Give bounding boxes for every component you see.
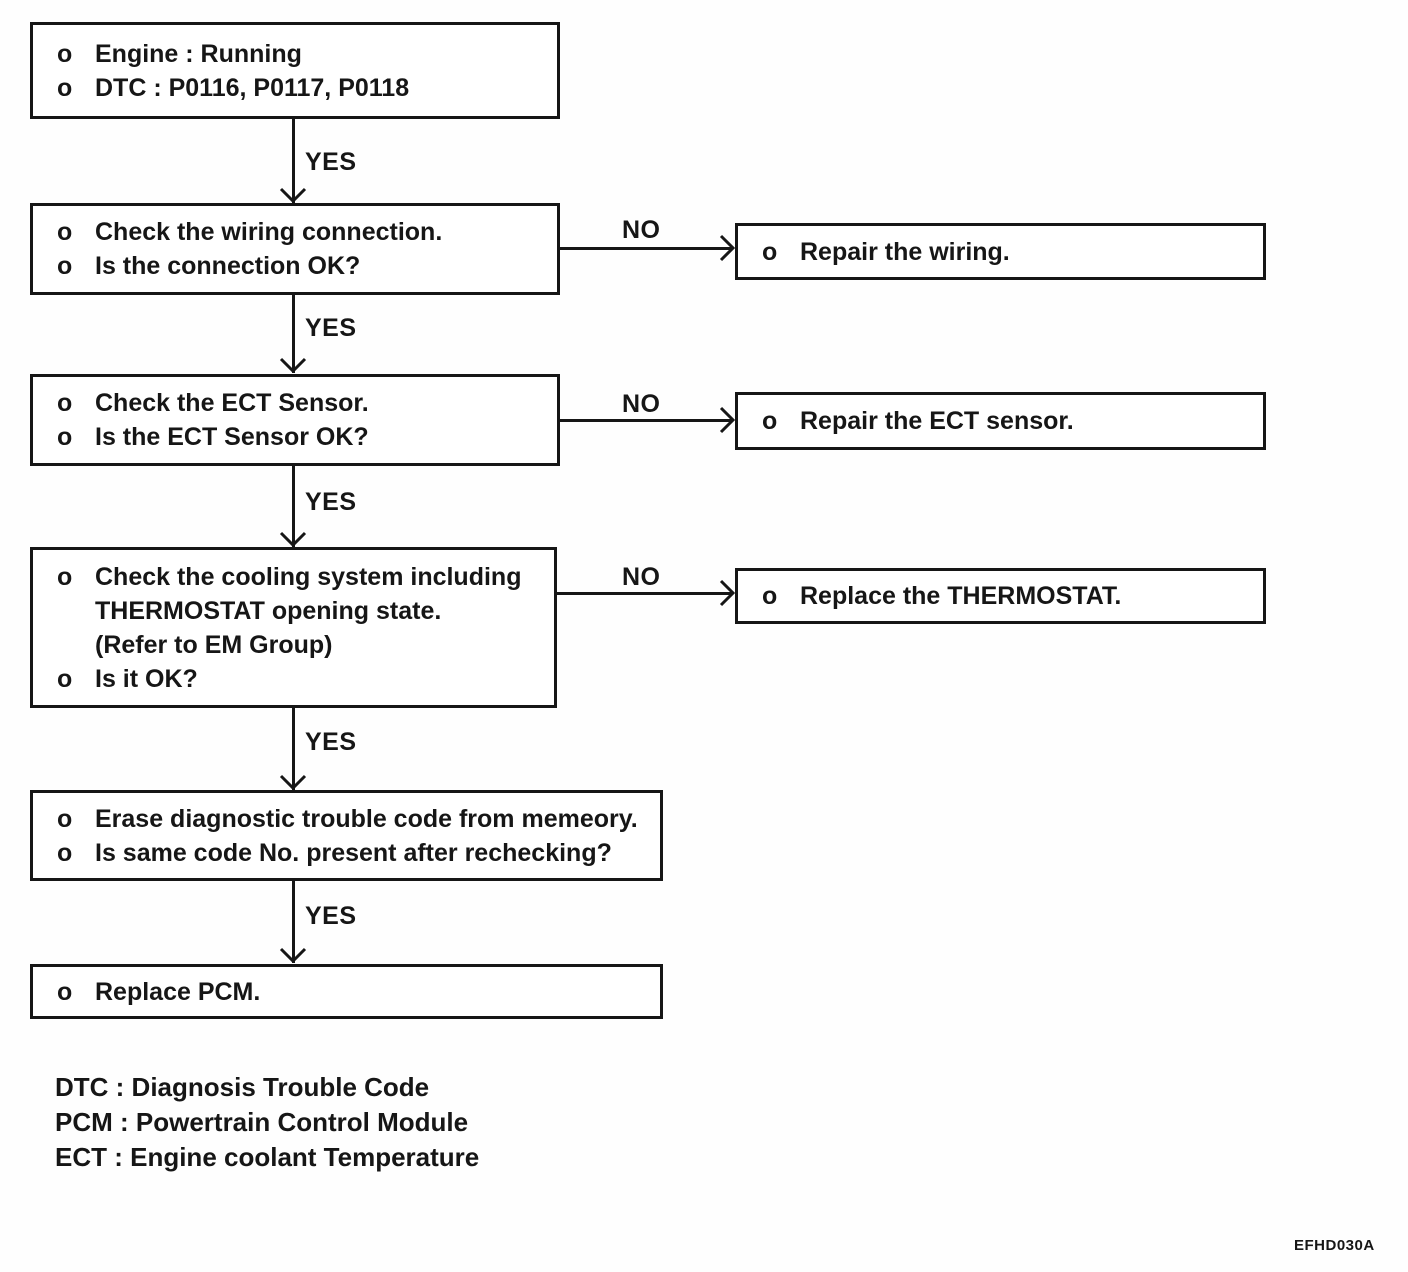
edge-label-no: NO — [622, 216, 661, 244]
legend-line-pcm: PCM : Powertrain Control Module — [55, 1107, 469, 1137]
bullet-marker: o — [57, 804, 73, 833]
node-text: Engine : Running — [95, 39, 302, 68]
node-line: o Check the cooling system including — [57, 560, 548, 594]
arrow-down-icon — [279, 947, 307, 963]
connector-line — [560, 247, 732, 250]
node-text: Is the connection OK? — [95, 252, 361, 280]
flow-node-repair-wiring: o Repair the wiring. — [735, 223, 1266, 280]
node-line: o Check the wiring connection. — [57, 215, 551, 249]
connector-line — [292, 708, 295, 790]
bullet-marker: o — [762, 237, 778, 266]
edge-label-no: NO — [622, 563, 661, 591]
node-text: Is the ECT Sensor OK? — [95, 423, 369, 451]
node-text: Repair the wiring. — [800, 237, 1010, 266]
edge-label-yes: YES — [305, 314, 357, 342]
node-line: (Refer to EM Group) — [57, 628, 548, 662]
bullet-marker: o — [57, 73, 73, 102]
flow-node-check-wiring: o Check the wiring connection. o Is the … — [30, 203, 560, 295]
node-line: o Is it OK? — [57, 662, 548, 696]
node-line: o Replace PCM. — [57, 975, 654, 1009]
flow-node-check-cooling-system: o Check the cooling system including THE… — [30, 547, 557, 708]
edge-label-yes: YES — [305, 902, 357, 930]
node-line: o Check the ECT Sensor. — [57, 386, 551, 420]
connector-line — [292, 881, 295, 963]
node-line: o Repair the ECT sensor. — [762, 404, 1257, 438]
bullet-marker: o — [57, 977, 73, 1006]
abbreviation-legend: DTC : Diagnosis Trouble Code PCM : Power… — [55, 1070, 479, 1175]
flow-node-start: o Engine : Running o DTC : P0116, P0117,… — [30, 22, 560, 119]
flow-node-erase-dtc: o Erase diagnostic trouble code from mem… — [30, 790, 663, 881]
bullet-marker: o — [57, 423, 73, 451]
node-line: o Engine : Running — [57, 37, 551, 71]
legend-line-ect: ECT : Engine coolant Temperature — [55, 1142, 480, 1172]
bullet-marker: o — [57, 838, 73, 867]
arrow-right-icon — [719, 406, 735, 434]
bullet-marker: o — [762, 407, 778, 435]
node-line: o Is the connection OK? — [57, 249, 551, 283]
node-text: Check the wiring connection. — [95, 218, 443, 246]
connector-line — [557, 592, 732, 595]
flow-node-replace-thermostat: o Replace the THERMOSTAT. — [735, 568, 1266, 624]
node-text: Replace the THERMOSTAT. — [800, 582, 1122, 610]
node-line: o Erase diagnostic trouble code from mem… — [57, 802, 654, 836]
node-line: o Is same code No. present after recheck… — [57, 836, 654, 870]
node-text: Erase diagnostic trouble code from memeo… — [95, 804, 638, 833]
node-text: Check the cooling system including — [95, 562, 522, 591]
flow-node-repair-ect-sensor: o Repair the ECT sensor. — [735, 392, 1266, 450]
arrow-down-icon — [279, 187, 307, 203]
legend-line-dtc: DTC : Diagnosis Trouble Code — [55, 1072, 430, 1102]
edge-label-yes: YES — [305, 148, 357, 176]
edge-label-yes: YES — [305, 728, 357, 756]
arrow-right-icon — [719, 579, 735, 607]
node-line: o Repair the wiring. — [762, 235, 1257, 269]
node-text: DTC : P0116, P0117, P0118 — [95, 73, 410, 102]
node-line: o Replace the THERMOSTAT. — [762, 579, 1257, 613]
bullet-marker: o — [57, 562, 73, 591]
flow-node-check-ect-sensor: o Check the ECT Sensor. o Is the ECT Sen… — [30, 374, 560, 466]
bullet-marker: o — [57, 389, 73, 417]
flow-node-replace-pcm: o Replace PCM. — [30, 964, 663, 1019]
arrow-down-icon — [279, 357, 307, 373]
arrow-right-icon — [719, 234, 735, 262]
bullet-marker: o — [57, 39, 73, 68]
bullet-marker: o — [57, 252, 73, 280]
bullet-marker: o — [762, 582, 778, 610]
node-text: Is it OK? — [95, 664, 198, 693]
node-text: THERMOSTAT opening state. — [95, 596, 442, 625]
document-code: EFHD030A — [1294, 1237, 1375, 1254]
connector-line — [292, 119, 295, 203]
arrow-down-icon — [279, 774, 307, 790]
arrow-down-icon — [279, 531, 307, 547]
node-text: Is same code No. present after recheckin… — [95, 838, 612, 867]
bullet-marker: o — [57, 664, 73, 693]
node-text: Check the ECT Sensor. — [95, 389, 369, 417]
node-line: o Is the ECT Sensor OK? — [57, 420, 551, 454]
node-line: THERMOSTAT opening state. — [57, 594, 548, 628]
edge-label-yes: YES — [305, 488, 357, 516]
node-line: o DTC : P0116, P0117, P0118 — [57, 71, 551, 105]
bullet-marker: o — [57, 218, 73, 246]
connector-line — [292, 466, 295, 547]
edge-label-no: NO — [622, 390, 661, 418]
connector-line — [560, 419, 732, 422]
node-text: (Refer to EM Group) — [95, 630, 333, 659]
connector-line — [292, 295, 295, 373]
node-text: Repair the ECT sensor. — [800, 407, 1074, 435]
node-text: Replace PCM. — [95, 977, 261, 1006]
